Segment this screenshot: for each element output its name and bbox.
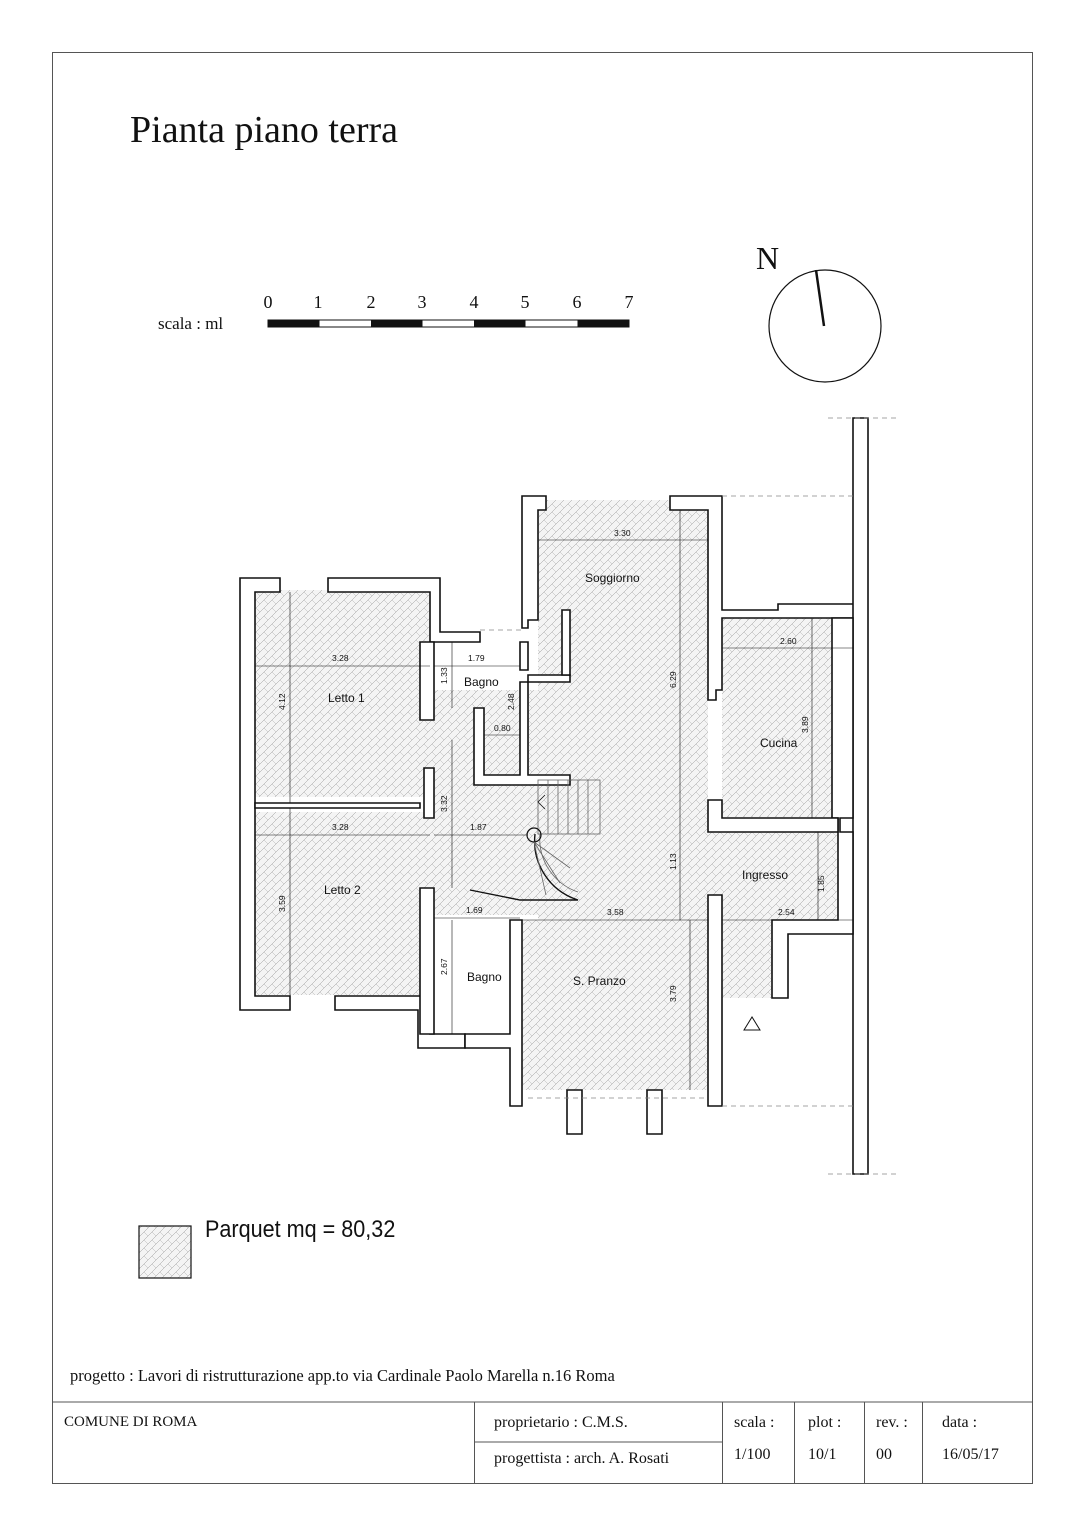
dim-cucina-w: 2.60 [780, 636, 797, 646]
rev-label: rev. : [876, 1414, 908, 1431]
legend-text: Parquet mq = 80,32 [205, 1216, 396, 1243]
progettista: progettista : arch. A. Rosati [494, 1450, 670, 1467]
scala-label: scala : [734, 1414, 775, 1431]
entrance-marker-icon [743, 1016, 761, 1031]
room-letto2: Letto 2 [324, 883, 361, 897]
scale-tick-0: 0 [264, 292, 273, 312]
dim-ingresso-w: 2.54 [778, 907, 795, 917]
proprietario: proprietario : C.M.S. [494, 1414, 628, 1431]
dim-corridor-h: 3.32 [439, 795, 449, 812]
plot-label: plot : [808, 1414, 842, 1431]
scala-value: 1/100 [734, 1446, 771, 1463]
dim-corridor-w: 1.87 [470, 822, 487, 832]
room-letto1: Letto 1 [328, 691, 365, 705]
dim-letto1-w: 3.28 [332, 653, 349, 663]
dim-soggiorno-h: 6.29 [668, 671, 678, 688]
project-line: progetto : Lavori di ristrutturazione ap… [70, 1366, 615, 1385]
plot-value: 10/1 [808, 1446, 837, 1463]
dim-bagno-top-h1: 1.33 [439, 667, 449, 684]
title-block: COMUNE DI ROMA proprietario : C.M.S. pro… [52, 1402, 1033, 1484]
dim-bagno-top-h2: 2.48 [506, 693, 516, 710]
dim-ingresso-h2: 1.85 [816, 875, 826, 892]
scale-tick-7: 7 [625, 292, 634, 312]
scale-tick-3: 3 [418, 292, 427, 312]
dimension-lines [255, 510, 853, 1090]
scale-bar: 0 1 2 3 4 5 6 7 [264, 292, 634, 328]
north-label: N [756, 240, 780, 276]
dim-cucina-h: 3.89 [800, 716, 810, 733]
comune: COMUNE DI ROMA [64, 1414, 198, 1430]
dim-ingresso-h1: 1.13 [668, 853, 678, 870]
drawing-title: Pianta piano terra [130, 109, 399, 151]
room-bagno-top: Bagno [464, 675, 499, 689]
staircase [469, 779, 601, 901]
room-soggiorno: Soggiorno [585, 571, 640, 585]
dim-soggiorno-w: 3.30 [614, 528, 631, 538]
dim-letto2-w: 3.28 [332, 822, 349, 832]
data-label: data : [942, 1414, 978, 1431]
title-block-lines [52, 1401, 1033, 1443]
dim-bagno-bottom-h: 2.67 [439, 958, 449, 975]
walls [239, 417, 869, 1175]
compass-icon [768, 269, 882, 383]
scale-tick-4: 4 [470, 292, 479, 312]
dim-letto1-h: 4.12 [277, 693, 287, 710]
outline-dashes [480, 417, 900, 1175]
scale-tick-5: 5 [521, 292, 530, 312]
dim-bagno-top-w2: 0.80 [494, 723, 511, 733]
legend-swatch [138, 1225, 192, 1279]
room-pranzo: S. Pranzo [573, 974, 626, 988]
scale-tick-1: 1 [314, 292, 323, 312]
room-bagno-bottom: Bagno [467, 970, 502, 984]
dim-bagno-top-w: 1.79 [468, 653, 485, 663]
room-cucina: Cucina [760, 736, 798, 750]
parquet-areas [255, 500, 853, 1090]
dim-pranzo-w: 3.58 [607, 907, 624, 917]
scale-tick-6: 6 [573, 292, 582, 312]
dim-bagno-bottom-w: 1.69 [466, 905, 483, 915]
sheet-border [52, 52, 1033, 1484]
data-value: 16/05/17 [942, 1446, 999, 1463]
room-ingresso: Ingresso [742, 868, 788, 882]
scale-tick-2: 2 [367, 292, 376, 312]
rev-value: 00 [876, 1446, 892, 1463]
dim-letto2-h: 3.59 [277, 895, 287, 912]
dim-pranzo-h: 3.79 [668, 985, 678, 1002]
scale-label: scala : ml [158, 314, 224, 333]
